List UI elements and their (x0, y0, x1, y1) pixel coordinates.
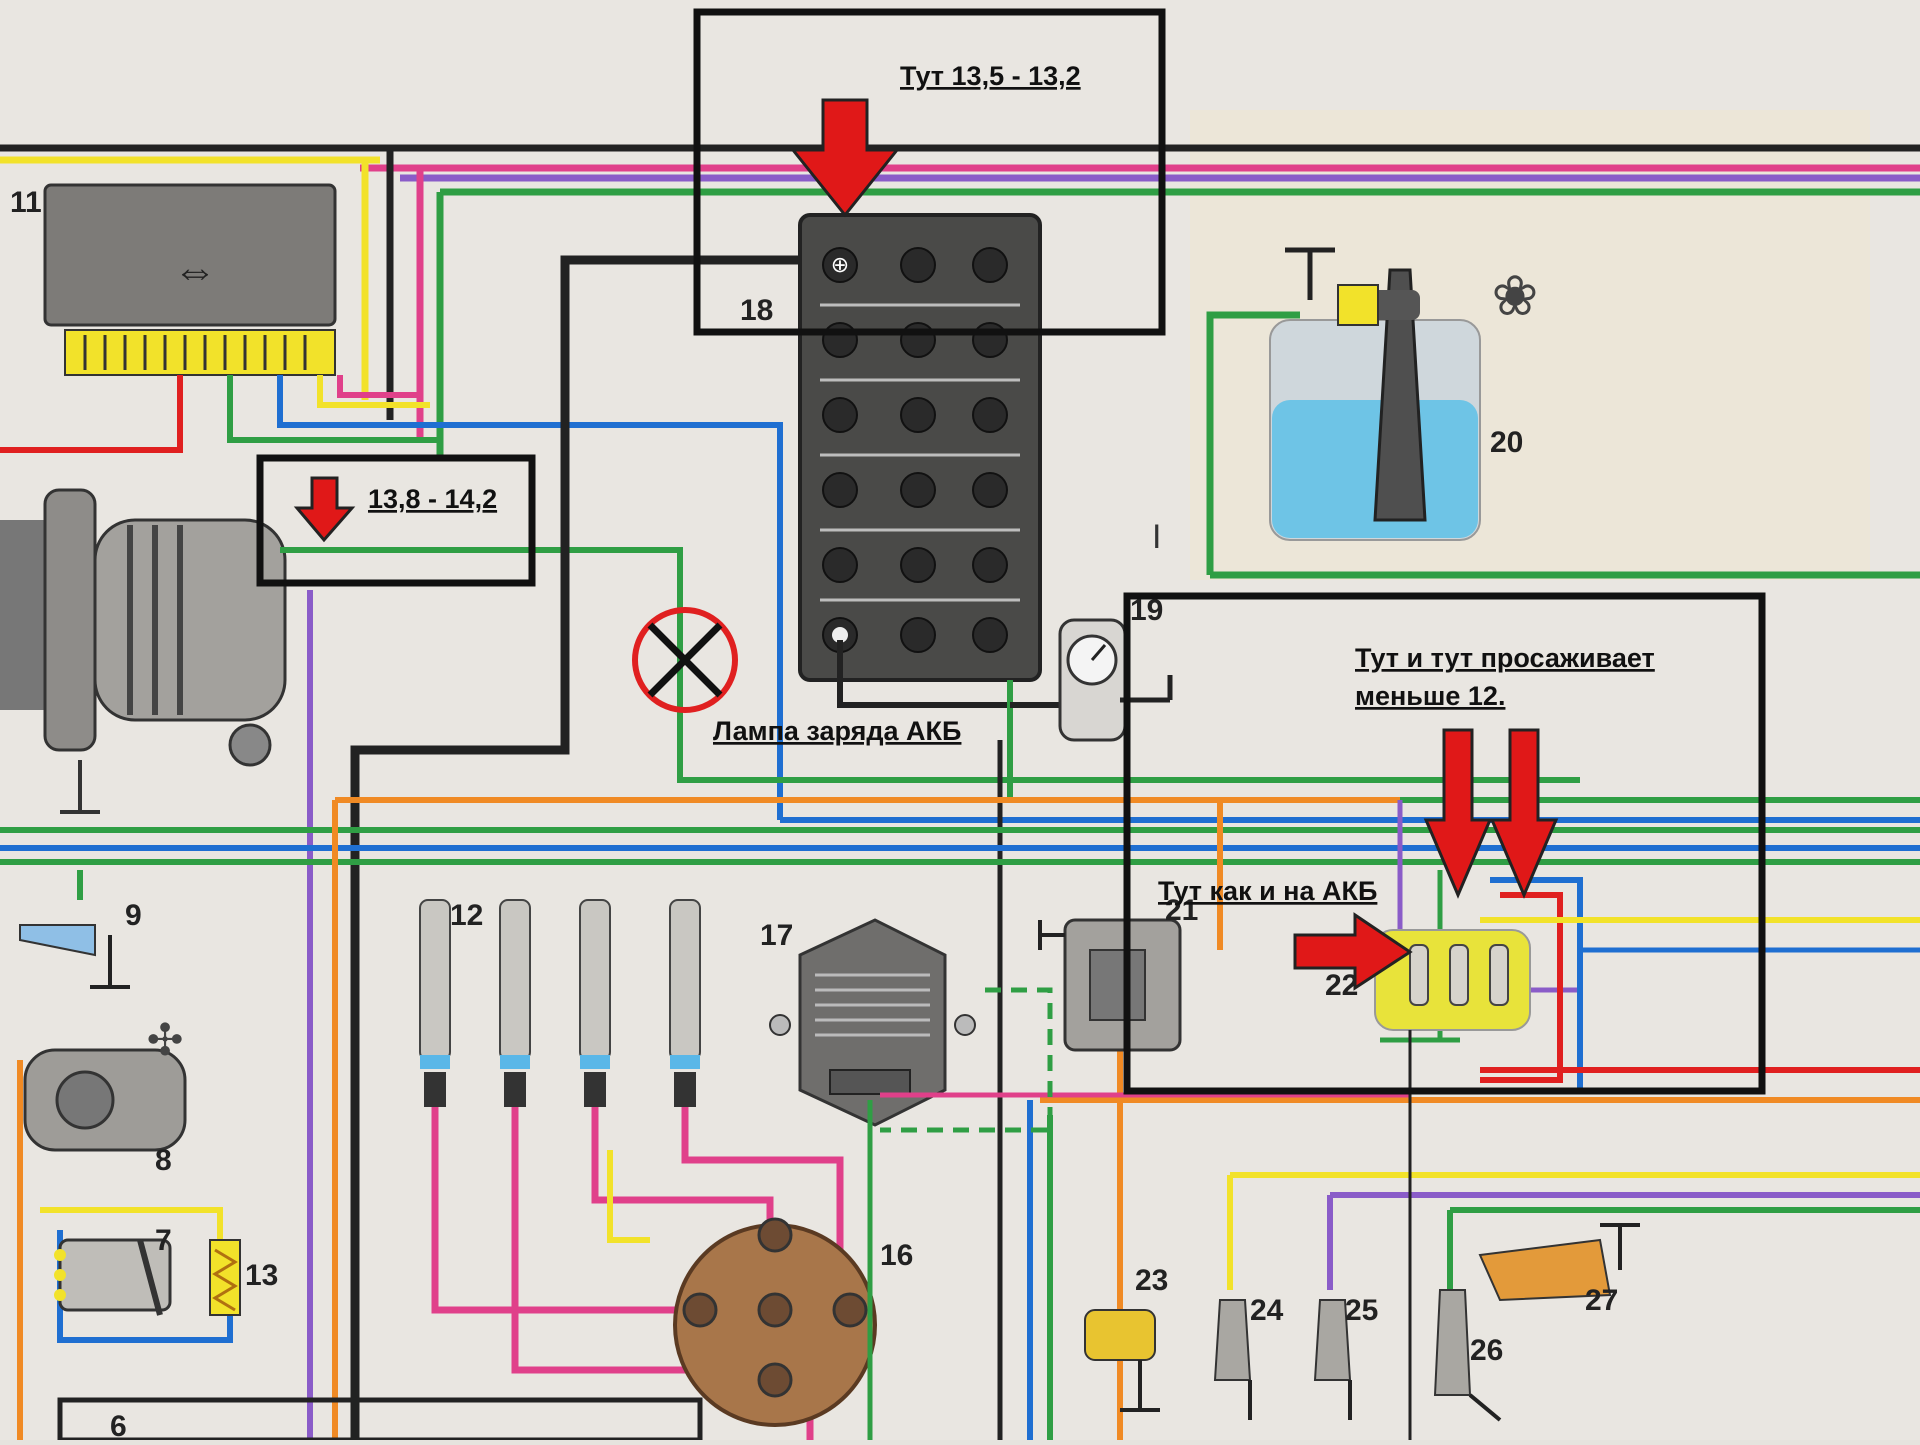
callout-sag-line1: Тут и тут просаживает (1355, 643, 1655, 673)
text-cursor-icon: I (1152, 518, 1161, 556)
lamp-27 (1478, 1223, 1640, 1302)
label-23: 23 (1135, 1264, 1168, 1297)
connector-block-22 (1374, 800, 1920, 1440)
fuse-block-18: ⊕ (798, 213, 1042, 682)
label-6: 6 (110, 1410, 127, 1440)
sensor-23 (1084, 1309, 1160, 1412)
label-13: 13 (245, 1259, 278, 1292)
arrow-down-battery-icon (789, 98, 901, 218)
label-20: 20 (1490, 426, 1523, 459)
label-17: 17 (760, 919, 793, 952)
wires-regulator (867, 987, 1410, 1440)
label-7: 7 (155, 1224, 172, 1257)
label-25: 25 (1345, 1294, 1378, 1327)
wire-yellow-coil (607, 1150, 650, 1243)
label-27: 27 (1585, 1284, 1618, 1317)
arrow-right-contact-icon (1293, 912, 1413, 991)
sensor-25 (1313, 1299, 1352, 1420)
red-arrows (293, 98, 1559, 991)
annotation-box-connector (1123, 592, 1766, 1095)
arrow-down-right-contact-icon (1489, 728, 1559, 899)
plus-terminal-icon: ⊕ (831, 252, 849, 277)
label-12: 12 (450, 899, 483, 932)
label-8: 8 (155, 1144, 172, 1177)
switch-7 (54, 1238, 172, 1316)
wire-harness-middle (0, 797, 1920, 1440)
callout-charge-lamp: Лампа заряда АКБ (713, 716, 961, 746)
distributor-16 (673, 1217, 877, 1427)
label-18: 18 (740, 294, 773, 327)
component-9 (19, 924, 130, 989)
label-11: 11 (10, 186, 42, 219)
label-26: 26 (1470, 1334, 1503, 1367)
resistor-13 (209, 1239, 241, 1316)
sensor-26 (1433, 1289, 1502, 1422)
label-9: 9 (125, 899, 142, 932)
wiper-fan-icon: ❀ (1492, 264, 1539, 327)
gauge-19 (997, 618, 1173, 1440)
two-way-arrow-icon: ⇔ (173, 246, 217, 295)
spark-plugs-12 (419, 899, 701, 1107)
annotation-box-battery (693, 8, 1166, 336)
arrow-down-generator-icon (293, 476, 356, 543)
label-16: 16 (880, 1239, 913, 1272)
washer-reservoir-20: ❀ (1206, 247, 1920, 579)
component-11-module: ⇔ (43, 183, 337, 376)
callout-generator-voltage: 13,8 - 14,2 (368, 484, 497, 514)
voltage-regulator-17 (769, 918, 976, 1127)
component-21 (1038, 918, 1182, 1052)
label-22: 22 (1325, 969, 1358, 1002)
component-8-motor: ✣ (23, 1016, 187, 1152)
charge-lamp-icon (632, 607, 738, 713)
label-21: 21 (1165, 894, 1198, 927)
callout-sag-line2: меньше 12. (1355, 681, 1505, 711)
arrow-down-left-contact-icon (1423, 728, 1493, 899)
sensor-24 (1213, 1299, 1252, 1420)
annotation-box-generator (256, 454, 536, 587)
generator (0, 488, 287, 814)
wire-battery-main (350, 255, 800, 1440)
callout-same-as-battery: Тут как и на АКБ (1158, 876, 1377, 906)
wires-module-11 (0, 375, 783, 820)
label-24: 24 (1250, 1294, 1284, 1327)
fan-icon: ✣ (147, 1016, 184, 1065)
callout-battery-voltage: Тут 13,5 - 13,2 (900, 61, 1081, 91)
